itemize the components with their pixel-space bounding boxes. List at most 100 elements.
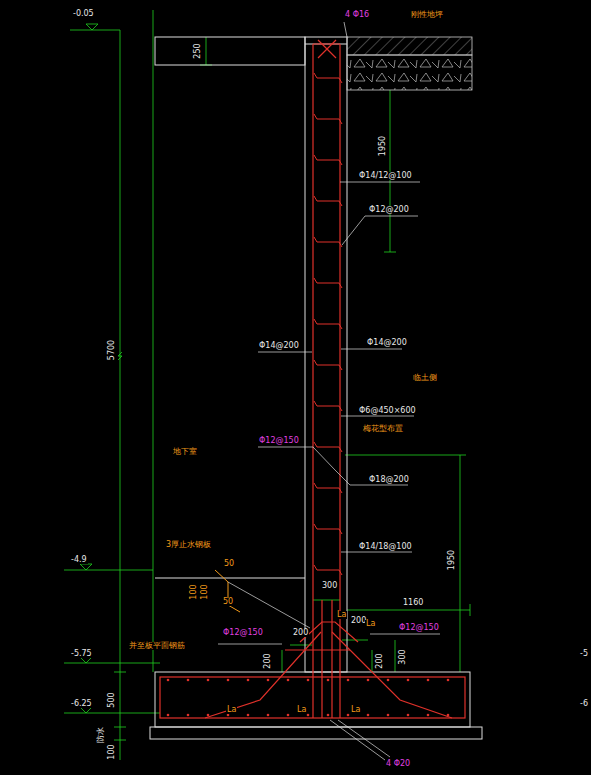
rebar-dot — [347, 714, 350, 717]
annotation-label: La — [226, 706, 237, 714]
annotation-label: -4.9 — [70, 556, 88, 564]
annotation-label: 50 — [222, 598, 234, 606]
rebar-dot — [367, 714, 370, 717]
annotation-label: 4 Φ16 — [344, 11, 370, 19]
annotation-label: Φ6@450×600 — [358, 407, 417, 415]
rebar-dot — [407, 714, 410, 717]
dimension-text: 200 — [264, 652, 272, 669]
rebar — [160, 40, 465, 718]
rebar-dot — [407, 679, 410, 682]
rebar-dot — [307, 679, 310, 682]
annotation-label: Φ14/12@100 — [358, 172, 413, 180]
dimension-text: 1950 — [448, 549, 456, 571]
tie-bar — [314, 524, 342, 534]
annotation-label: Φ12@150 — [222, 629, 264, 637]
annotation-label: Φ12@150 — [398, 624, 440, 632]
waterstop-plate — [215, 570, 240, 612]
rebar-dot — [387, 679, 390, 682]
rebar-dot — [167, 679, 170, 682]
tie-bar — [314, 73, 342, 83]
tie-bar — [314, 114, 342, 124]
rebar-dots — [167, 679, 450, 717]
annotation-label: 200 — [292, 629, 309, 637]
dimension-lines — [64, 10, 470, 760]
rebar-dot — [187, 714, 190, 717]
annotation-label: Φ14/18@100 — [358, 543, 413, 551]
annotation-label: Φ14@200 — [258, 342, 300, 350]
annotation-label: 并至板平面钢筋 — [128, 642, 186, 650]
rebar-dot — [327, 679, 330, 682]
dimension-text: 5700 — [108, 339, 116, 361]
dimension-text: 100 — [190, 583, 198, 600]
rebar-dot — [247, 679, 250, 682]
rebar-dot — [207, 679, 210, 682]
leader-line — [228, 582, 310, 628]
tie-bar — [314, 237, 342, 247]
annotation-label: -6 — [579, 700, 589, 708]
rebar-dot — [167, 714, 170, 717]
rebar-dot — [287, 679, 290, 682]
annotation-label: 刚性地坪 — [410, 11, 444, 19]
rebar-dot — [367, 679, 370, 682]
dimension-text: 200 — [376, 652, 384, 669]
annotation-label: Φ12@200 — [368, 206, 410, 214]
rebar-dot — [387, 714, 390, 717]
rebar-dot — [427, 679, 430, 682]
annotation-label: Φ18@200 — [368, 476, 410, 484]
rebar-dot — [447, 714, 450, 717]
tie-bars — [314, 73, 342, 575]
rebar-dot — [327, 714, 330, 717]
annotation-label: La — [350, 706, 361, 714]
annotation-label: 300 — [321, 582, 338, 590]
annotation-label: -5.75 — [70, 650, 93, 658]
annotation-label: La — [296, 706, 307, 714]
dimension-text: 250 — [194, 42, 202, 59]
annotation-label: 3厚止水钢板 — [165, 541, 212, 549]
dimension-text: 100 — [201, 583, 209, 600]
rebar-dot — [287, 714, 290, 717]
tie-bar — [314, 442, 342, 452]
rebar-dot — [307, 714, 310, 717]
annotation-label: -6.25 — [70, 700, 93, 708]
dimension-text: 100 — [108, 743, 116, 760]
rebar-dot — [347, 679, 350, 682]
tie-bar — [314, 360, 342, 370]
annotation-label: 4 Φ20 — [385, 760, 411, 768]
leader-lines — [218, 22, 440, 760]
gravel-base — [347, 55, 472, 90]
tie-bar — [314, 483, 342, 493]
tie-bar — [314, 155, 342, 165]
annotation-label: Φ14@200 — [366, 339, 408, 347]
rebar-dot — [427, 714, 430, 717]
tie-bar — [314, 196, 342, 206]
dimension-text: 防水 — [97, 726, 105, 744]
rigid-floor — [347, 37, 472, 55]
rebar-dot — [227, 714, 230, 717]
annotation-label: 50 — [223, 560, 235, 568]
annotation-label: La — [336, 611, 347, 619]
rebar-dot — [207, 714, 210, 717]
annotation-label: 临土侧 — [412, 374, 438, 382]
dimension-text: 300 — [399, 648, 407, 665]
tie-bar — [314, 401, 342, 411]
dimension-text: 500 — [108, 691, 116, 708]
annotation-label: 地下室 — [172, 448, 198, 456]
tie-bar — [314, 565, 342, 575]
annotation-label: La — [365, 620, 376, 628]
annotation-label: 1160 — [402, 599, 424, 607]
dimension-text: 1950 — [379, 135, 387, 157]
annotation-label: -0.05 — [72, 10, 95, 18]
concrete-outline — [150, 37, 482, 739]
tie-bar — [314, 278, 342, 288]
annotation-label: 梅花型布置 — [362, 425, 404, 433]
rebar-dot — [227, 679, 230, 682]
rebar-dot — [247, 714, 250, 717]
rebar-dot — [447, 679, 450, 682]
tie-bar — [314, 319, 342, 329]
annotation-label: Φ12@150 — [258, 437, 300, 445]
rebar-dot — [267, 679, 270, 682]
rebar-dot — [187, 679, 190, 682]
rebar-dot — [267, 714, 270, 717]
annotation-label: -5 — [579, 650, 589, 658]
